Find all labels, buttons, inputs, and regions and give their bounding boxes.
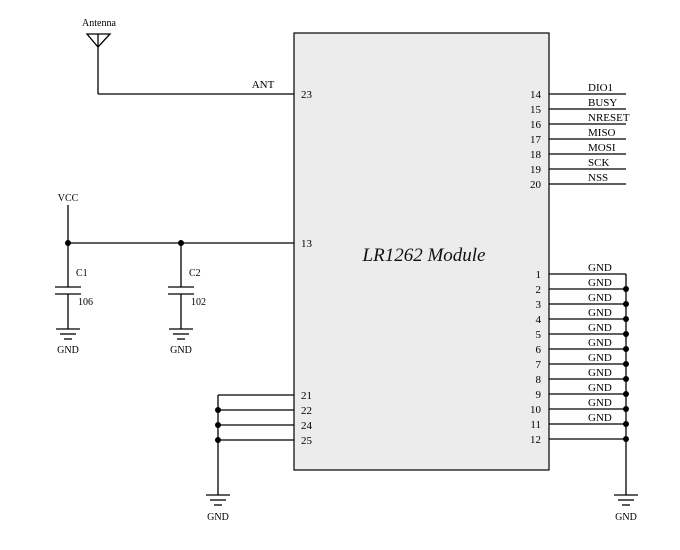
c1-gnd-label: GND [57,345,79,356]
gnd-pin-wires [549,273,627,495]
capacitor-c2 [168,286,194,340]
junction-dot [623,391,629,397]
c1-ref: C1 [76,268,88,279]
antenna-label: Antenna [82,18,116,29]
net-label-nss: NSS [588,172,608,184]
right-ground-symbol [614,494,638,506]
pin-18-number: 18 [530,149,542,161]
pin-9-number: 9 [536,389,542,401]
pin-3-number: 3 [536,299,542,311]
net-label-miso: MISO [588,127,616,139]
pin-8-number: 8 [536,374,542,386]
c1-value: 106 [78,297,93,308]
pin-25-number: 25 [301,435,313,447]
pin-13-number: 13 [301,238,313,250]
pin-19-number: 19 [530,164,542,176]
junction-dot [623,406,629,412]
gnd-net-label: GND [588,367,612,379]
pin-4-number: 4 [536,314,542,326]
gnd-net-label: GND [588,412,612,424]
junction-dot [623,286,629,292]
net-label-mosi: MOSI [588,142,616,154]
vcc-label: VCC [58,193,79,204]
gnd-net-label: GND [588,262,612,274]
junction-dot [623,376,629,382]
right-gnd-label: GND [615,512,637,523]
module-title: LR1262 Module [362,245,486,266]
pin-17-number: 17 [530,134,542,146]
pin-5-number: 5 [536,329,542,341]
junction-dot [623,346,629,352]
net-label-sck: SCK [588,157,609,169]
junction-dot [215,407,221,413]
junction-dot [623,301,629,307]
signal-pin-group [549,93,626,185]
pin-1-number: 1 [536,269,542,281]
pin-15-number: 15 [530,104,542,116]
gnd-net-label: GND [588,292,612,304]
antenna-symbol [85,33,112,94]
pin-16-number: 16 [530,119,542,131]
junction-dot [623,331,629,337]
junction-dot [215,422,221,428]
junction-dot [623,436,629,442]
pin-12-number: 12 [530,434,541,446]
gnd-net-label: GND [588,352,612,364]
module-body [293,32,550,471]
junction-dot [623,421,629,427]
ant-net-label: ANT [252,79,275,91]
pin-6-number: 6 [536,344,542,356]
net-label-busy: BUSY [588,97,617,109]
pin-22-number: 22 [301,405,312,417]
pin-10-number: 10 [530,404,542,416]
pin-2-number: 2 [536,284,542,296]
left-gnd-label: GND [207,512,229,523]
junction-dot [623,361,629,367]
gnd-net-label: GND [588,277,612,289]
pin-23-number: 23 [301,89,313,101]
pin-14-number: 14 [530,89,542,101]
pin-20-number: 20 [530,179,542,191]
c2-value: 102 [191,297,206,308]
pin-7-number: 7 [536,359,542,371]
capacitor-c1 [55,286,81,340]
gnd-net-label: GND [588,397,612,409]
gnd-net-label: GND [588,337,612,349]
gnd-net-label: GND [588,322,612,334]
net-label-dio1: DIO1 [588,82,613,94]
junction-dot [623,316,629,322]
pin-11-number: 11 [530,419,541,431]
pin-24-number: 24 [301,420,313,432]
net-label-nreset: NRESET [588,112,630,124]
gnd-net-label: GND [588,307,612,319]
junction-dot [65,240,71,246]
c2-ref: C2 [189,268,201,279]
c2-gnd-label: GND [170,345,192,356]
gnd-net-label: GND [588,382,612,394]
junction-dot [215,437,221,443]
pin-21-number: 21 [301,390,312,402]
left-ground-symbol [206,494,230,506]
